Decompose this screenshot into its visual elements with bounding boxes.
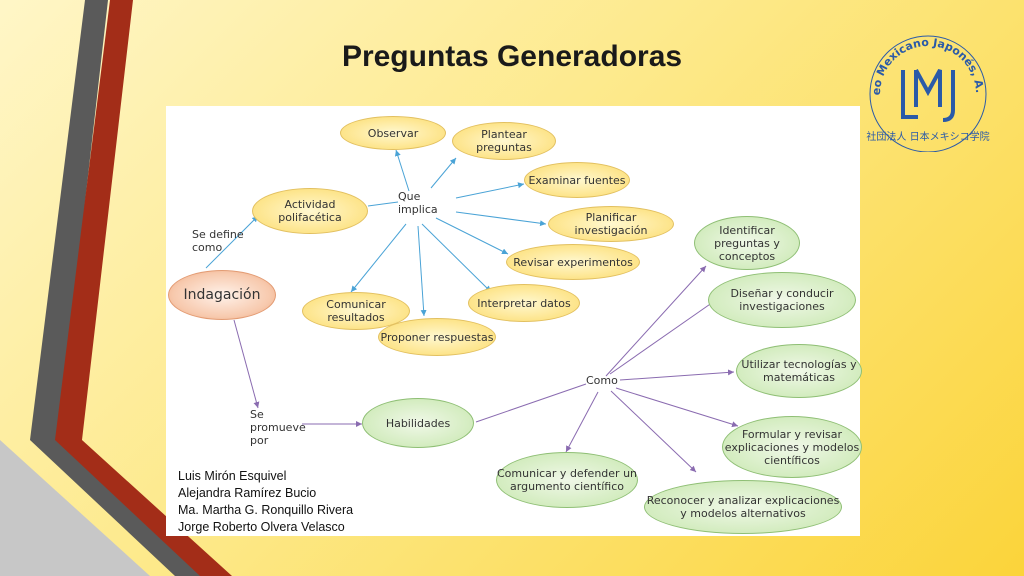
slide-title: Preguntas Generadoras — [341, 40, 683, 73]
node-revisar-experimentos: Revisar experimentos — [506, 244, 640, 280]
node-habilidades: Habilidades — [362, 398, 474, 448]
author-name: Luis Mirón Esquivel — [178, 469, 287, 483]
author-name: Ma. Martha G. Ronquillo Rivera — [178, 503, 354, 517]
author-name: Alejandra Ramírez Bucio — [178, 486, 317, 500]
node-comunicar-argumento: Comunicar y defender un argumento cientí… — [496, 452, 638, 508]
node-proponer-respuestas: Proponer respuestas — [378, 318, 496, 356]
logo-japanese-text: 社団法人 日本メキシコ学院 — [866, 130, 989, 143]
node-observar: Observar — [340, 116, 446, 150]
node-actividad-polifacetica: Actividad polifacética — [252, 188, 368, 234]
link-se-define-como: Se define como — [192, 228, 244, 254]
node-planificar-investigacion: Planificar investigación — [548, 206, 674, 242]
node-examinar-fuentes: Examinar fuentes — [524, 162, 630, 198]
author-name: Jorge Roberto Olvera Velasco — [178, 520, 345, 534]
node-identificar-preguntas: Identificar preguntas y conceptos — [694, 216, 800, 270]
node-comunicar-resultados: Comunicar resultados — [302, 292, 410, 330]
authors-list: Luis Mirón Esquivel Alejandra Ramírez Bu… — [178, 468, 353, 536]
concept-map-connectors — [205, 149, 739, 473]
node-formular-explicaciones: Formular y revisar explicaciones y model… — [722, 416, 862, 478]
link-que-implica: Que implica — [398, 190, 438, 216]
node-reconocer-explicaciones: Reconocer y analizar explicaciones y mod… — [644, 480, 842, 534]
node-interpretar-datos: Interpretar datos — [468, 284, 580, 322]
node-utilizar-tecnologias: Utilizar tecnologías y matemáticas — [736, 344, 862, 398]
node-plantear-preguntas: Plantear preguntas — [452, 122, 556, 160]
concept-map: Indagación Se define como Actividad poli… — [166, 106, 862, 536]
node-indagacion: Indagación — [168, 270, 276, 320]
link-se-promueve-por: Se promueve por — [250, 408, 306, 447]
school-logo: liceo Mexicano Japonés, A. C. 社団法人 日本メキシ… — [854, 12, 998, 153]
link-como: Como — [586, 374, 618, 387]
node-disenar-investigaciones: Diseñar y conducir investigaciones — [708, 272, 856, 328]
